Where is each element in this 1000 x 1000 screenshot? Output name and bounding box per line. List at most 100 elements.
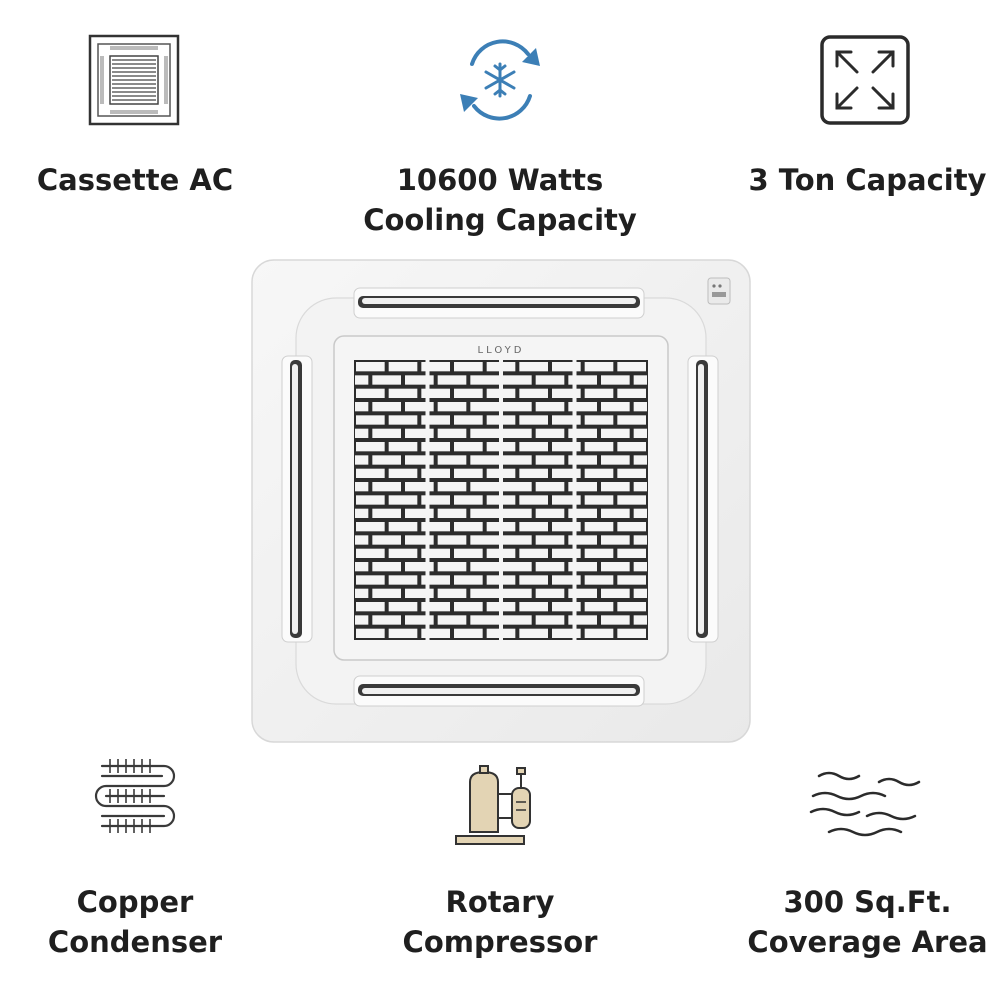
grille-slot (470, 562, 499, 572)
grille-slot (405, 455, 434, 465)
grille-slot (454, 415, 483, 425)
grille-slot (454, 522, 483, 532)
grille-slot (356, 628, 385, 638)
grille-slot (405, 375, 434, 385)
grille-slot (601, 535, 630, 545)
ceiling-cassette-icon (88, 34, 180, 126)
grille-slot (437, 455, 467, 465)
grille-slot (617, 468, 646, 478)
grille-slot (601, 428, 630, 438)
grille-slot (519, 362, 548, 372)
grille-slot (633, 588, 647, 598)
grille-slot (633, 615, 647, 625)
grille-slot (437, 588, 467, 598)
grille-slot (503, 482, 532, 492)
grille-slot (355, 535, 369, 545)
grille-slot (519, 442, 548, 452)
grille-slot (437, 535, 467, 545)
grille-slot (568, 588, 597, 598)
grille-slot (601, 375, 630, 385)
feature-label: Copper Condenser (0, 882, 270, 962)
grille-slot (519, 575, 548, 585)
grille-slot (584, 415, 614, 425)
grille-slot (552, 548, 581, 558)
grille-slot (503, 375, 532, 385)
grille-slot (535, 428, 565, 438)
grille-slot (617, 415, 646, 425)
feature-cooling-capacity: 10600 Watts Cooling Capacity (350, 0, 650, 250)
air-waves-icon (809, 771, 921, 837)
grille-slot (356, 495, 385, 505)
grille-slot (535, 535, 565, 545)
grille-slot (437, 402, 467, 412)
brand-logo: LLOYD (478, 345, 525, 356)
snowflake-cycle-icon (460, 39, 540, 121)
grille-slot (388, 522, 418, 532)
grille-slot (421, 602, 450, 612)
grille-slot (617, 362, 646, 372)
grille-slot (503, 455, 532, 465)
grille-slot (388, 628, 418, 638)
grille-slot (405, 562, 434, 572)
grille-slot (601, 615, 630, 625)
grille-slot (535, 588, 565, 598)
grille-slot (535, 562, 565, 572)
grille-slot (388, 575, 418, 585)
grille-slot (437, 615, 467, 625)
grille-slot (470, 535, 499, 545)
grille-slot (535, 402, 565, 412)
grille-slot (421, 468, 450, 478)
grille-slot (535, 482, 565, 492)
feature-rotary-compressor: Rotary Compressor (350, 740, 650, 1000)
grille-slot (633, 508, 647, 518)
grille-slot (421, 495, 450, 505)
grille-slot (617, 495, 646, 505)
grille-slot (568, 615, 597, 625)
grille-slot (355, 375, 369, 385)
grille-slot (372, 562, 401, 572)
grille-slot (405, 615, 434, 625)
grille-slot (454, 575, 483, 585)
grille-slot (356, 388, 385, 398)
grille-slot (355, 562, 369, 572)
grille-slot (568, 375, 597, 385)
grille-slot (584, 628, 614, 638)
grille-slot (388, 415, 418, 425)
grille-slot (372, 455, 401, 465)
grille-slot (388, 468, 418, 478)
grille-slot (356, 362, 385, 372)
grille-slot (519, 522, 548, 532)
feature-label-line2: Cooling Capacity (363, 203, 637, 237)
grille-slot (356, 442, 385, 452)
grille-slot (454, 548, 483, 558)
grille (355, 360, 647, 640)
grille-slot (388, 388, 418, 398)
grille-slot (552, 495, 581, 505)
grille-slot (519, 388, 548, 398)
grille-slot (519, 495, 548, 505)
grille-slot (584, 442, 614, 452)
grille-slot (584, 602, 614, 612)
grille-slot (405, 428, 434, 438)
grille-slot (552, 602, 581, 612)
grille-slot (388, 442, 418, 452)
grille-slot (584, 548, 614, 558)
grille-slot (355, 615, 369, 625)
grille-slot (372, 375, 401, 385)
grille-slot (552, 522, 581, 532)
grille-slot (356, 522, 385, 532)
grille-slot (356, 575, 385, 585)
feature-label-line1: Rotary (445, 885, 555, 919)
grille-slot (470, 402, 499, 412)
copper-coil-icon (94, 759, 176, 833)
grille-slot (617, 575, 646, 585)
grille-slot (470, 428, 499, 438)
feature-label-line1: Copper (76, 885, 194, 919)
grille-slot (372, 535, 401, 545)
grille-slot (372, 402, 401, 412)
grille-slot (584, 495, 614, 505)
grille-slot (568, 482, 597, 492)
grille-slot (584, 468, 614, 478)
grille-slot (421, 628, 450, 638)
grille-slot (617, 602, 646, 612)
